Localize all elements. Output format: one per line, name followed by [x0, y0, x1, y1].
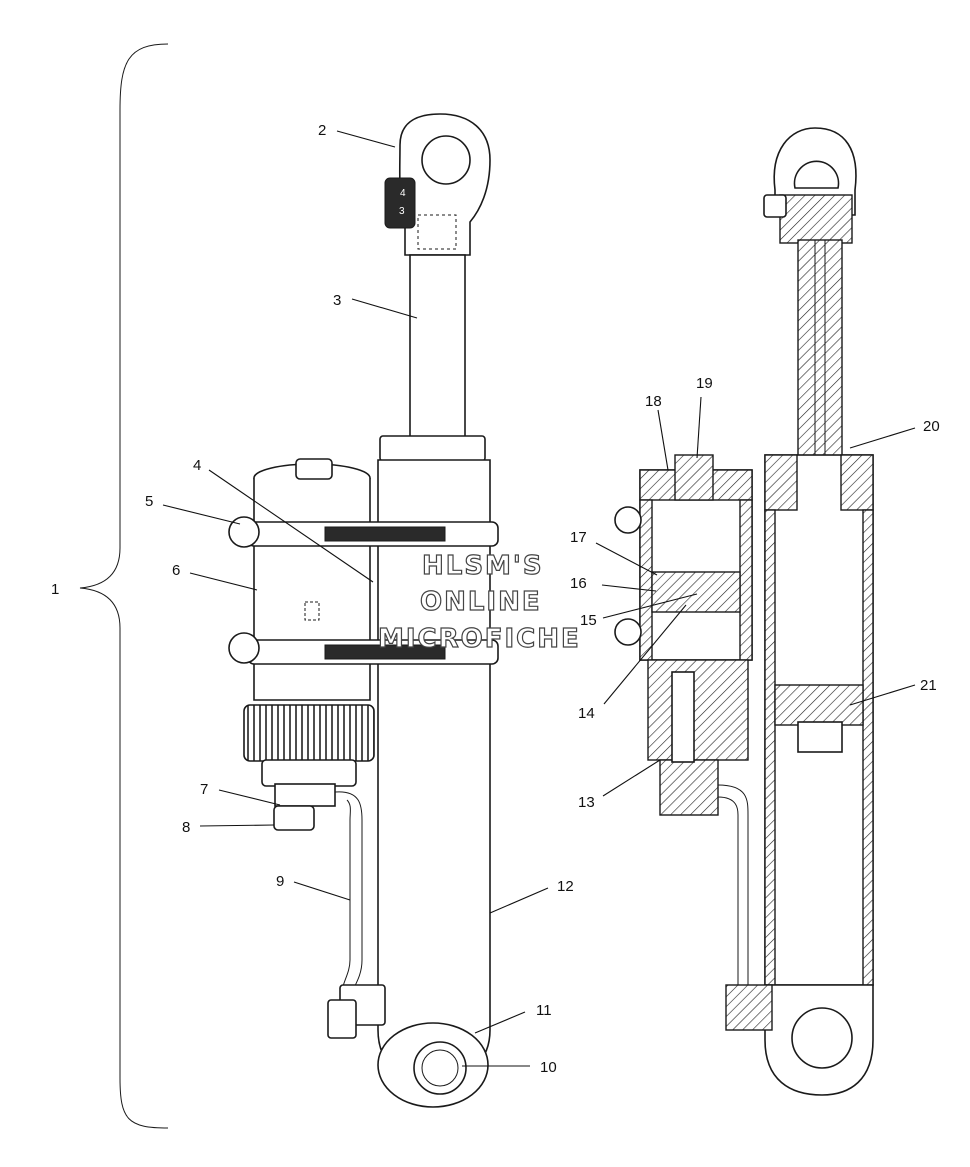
watermark: HLSM'S ONLINE MICROFICHE — [377, 550, 581, 654]
adjuster-mark-4: 4 — [400, 188, 406, 199]
fitting-7 — [274, 783, 336, 807]
watermark-line2: ONLINE — [420, 587, 542, 617]
clamp-screw-upper — [228, 516, 260, 548]
top-eyelet-hole — [421, 135, 471, 185]
callout-14: 14 — [578, 705, 595, 722]
shaft — [409, 254, 466, 441]
cutaway-bottom-fitting — [725, 984, 773, 1031]
adjuster-mark-3: 3 — [399, 206, 405, 217]
callout-10: 10 — [540, 1059, 557, 1076]
leader-lines — [162, 130, 916, 1067]
callout-16: 16 — [570, 575, 587, 592]
callout-numbers: 1 2 3 4 5 6 7 8 9 10 11 12 13 14 15 16 1… — [51, 122, 940, 1076]
reservoir-base — [261, 759, 357, 787]
valve-block — [647, 659, 749, 761]
fitting-8 — [273, 805, 315, 831]
callout-2: 2 — [318, 122, 326, 139]
cutaway-view — [614, 127, 874, 1096]
main-piston — [774, 684, 864, 726]
callout-9: 9 — [276, 873, 284, 890]
watermark-line3: MICROFICHE — [378, 624, 581, 654]
assembly-brace — [79, 43, 169, 1129]
callout-13: 13 — [578, 794, 595, 811]
callout-12: 12 — [557, 878, 574, 895]
callout-15: 15 — [580, 612, 597, 629]
callout-6: 6 — [172, 562, 180, 579]
reservoir-cap-nut — [295, 458, 333, 480]
clamp-screw-lower — [228, 632, 260, 664]
callout-21: 21 — [920, 677, 937, 694]
callout-3: 3 — [333, 292, 341, 309]
knurled-ring — [243, 704, 375, 762]
reservoir-body — [253, 478, 371, 701]
exterior-view: 4 3 — [228, 113, 499, 1108]
callout-19: 19 — [696, 375, 713, 392]
callout-1: 1 — [51, 581, 59, 598]
callout-18: 18 — [645, 393, 662, 410]
callout-20: 20 — [923, 418, 940, 435]
seal-nut — [379, 435, 486, 462]
callout-11: 11 — [536, 1002, 552, 1019]
callout-4: 4 — [193, 457, 201, 474]
callout-5: 5 — [145, 493, 153, 510]
watermark-line1: HLSM'S — [422, 551, 544, 581]
callout-17: 17 — [570, 529, 587, 546]
reservoir-valve-19 — [674, 454, 714, 501]
floating-piston — [651, 571, 741, 613]
callout-8: 8 — [182, 819, 190, 836]
callout-7: 7 — [200, 781, 208, 798]
adjuster-knob — [384, 177, 416, 229]
